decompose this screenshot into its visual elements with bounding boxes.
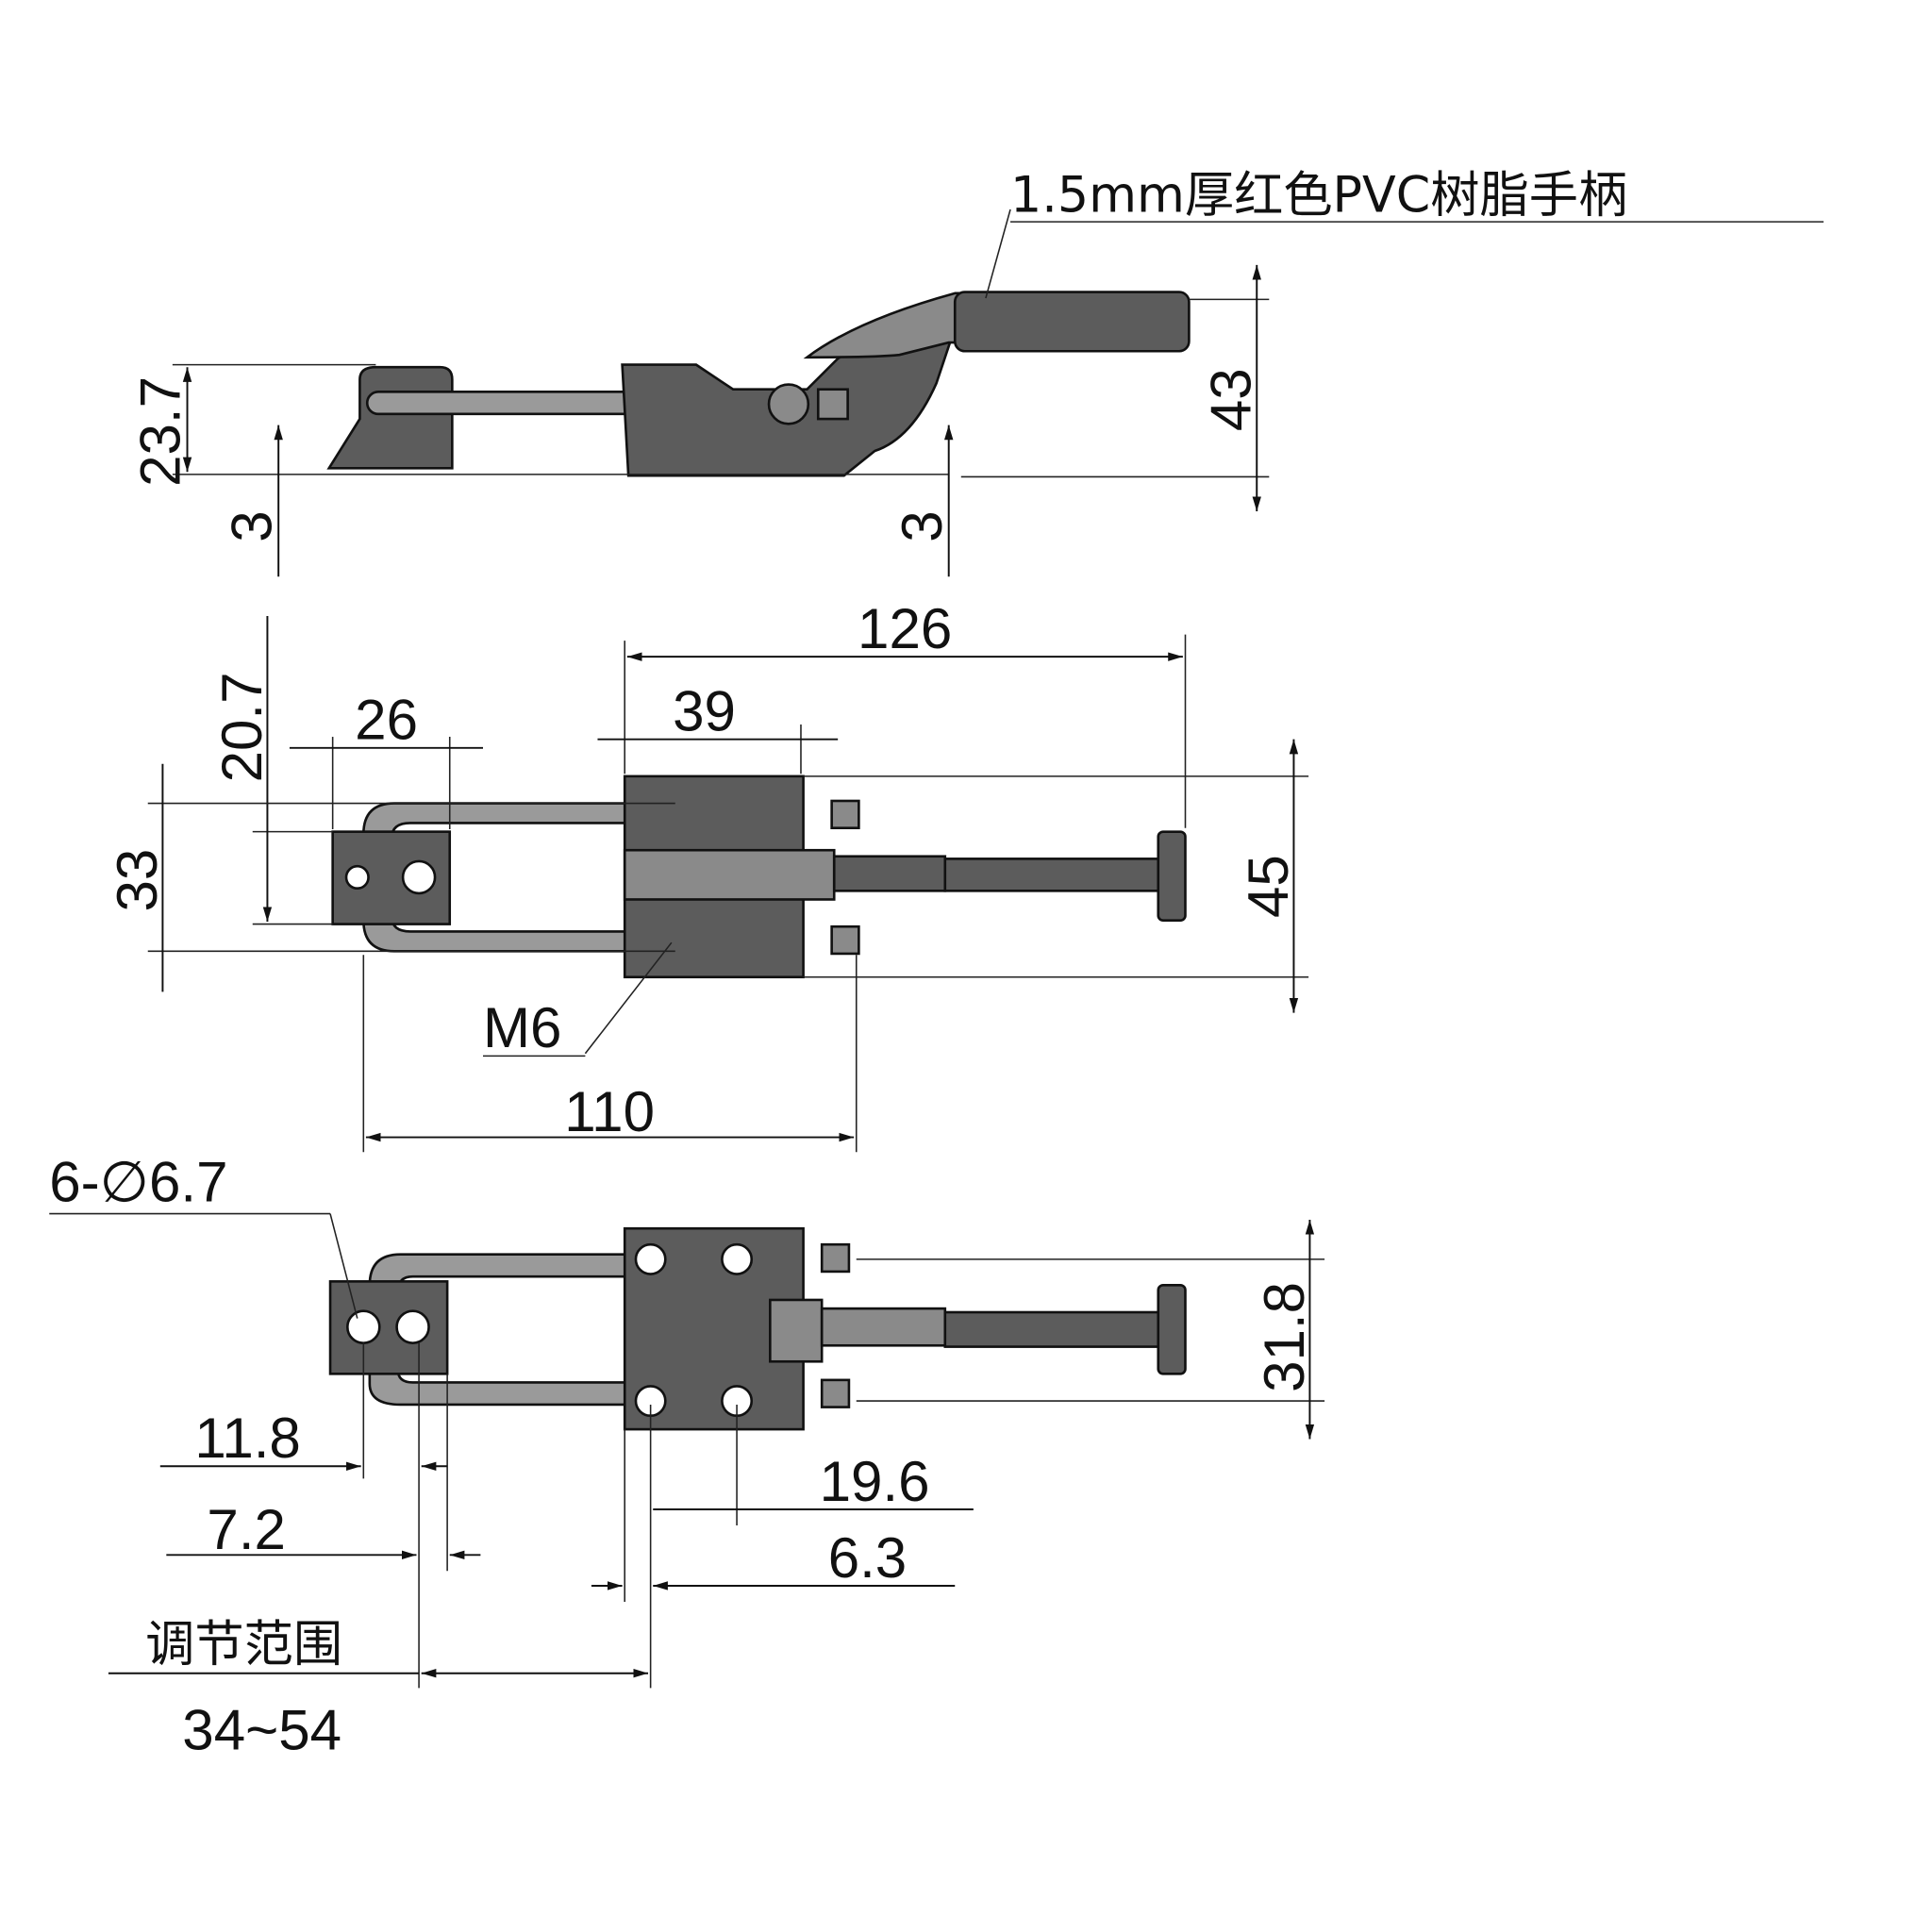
nut (816, 388, 849, 421)
dim-hook-hole-a: 11.8 (194, 1407, 300, 1470)
holes-label: 6-∅6.7 (49, 1150, 227, 1213)
handle-grip (953, 291, 1191, 353)
dim-overall: 126 (858, 597, 952, 660)
dim-hook-span: 33 (106, 849, 169, 912)
dim-hook-width: 26 (355, 689, 418, 752)
top-view: 126 39 26 20.7 33 45 M6 110 (106, 597, 1309, 1153)
thread-label: M6 (483, 996, 561, 1059)
dim-hook-hole-b: 7.2 (207, 1498, 286, 1561)
dim-base-left: 3 (220, 510, 283, 541)
dim-hook-offset: 20.7 (210, 672, 274, 782)
hook-block (326, 365, 454, 470)
side-view: 1.5mm厚红色PVC树脂手柄 23.7 3 3 43 (129, 168, 1824, 577)
pivot-pin (767, 383, 810, 425)
handle-grip (943, 858, 1162, 892)
handle-note: 1.5mm厚红色PVC树脂手柄 (1010, 168, 1627, 225)
handle-grip (943, 1310, 1162, 1348)
dim-base-right: 3 (891, 510, 954, 541)
dim-body-width: 45 (1237, 855, 1300, 918)
dim-hole-spacing: 31.8 (1253, 1282, 1316, 1392)
dim-base-hole-a: 19.6 (820, 1450, 930, 1513)
bottom-view: 6-∅6.7 31.8 11.8 7.2 19.6 6.3 调节范围 34~54 (49, 1150, 1325, 1762)
dim-base-hole-b: 6.3 (828, 1526, 908, 1590)
nut (830, 799, 860, 830)
dim-overall-open: 110 (564, 1080, 655, 1143)
dim-height-left: 23.7 (129, 376, 192, 487)
dim-height-right: 43 (1200, 368, 1263, 431)
nut (820, 1242, 851, 1274)
dim-body-to-pivot: 39 (673, 680, 736, 743)
adjust-range: 34~54 (182, 1699, 341, 1762)
adjust-label: 调节范围 (145, 1617, 342, 1674)
